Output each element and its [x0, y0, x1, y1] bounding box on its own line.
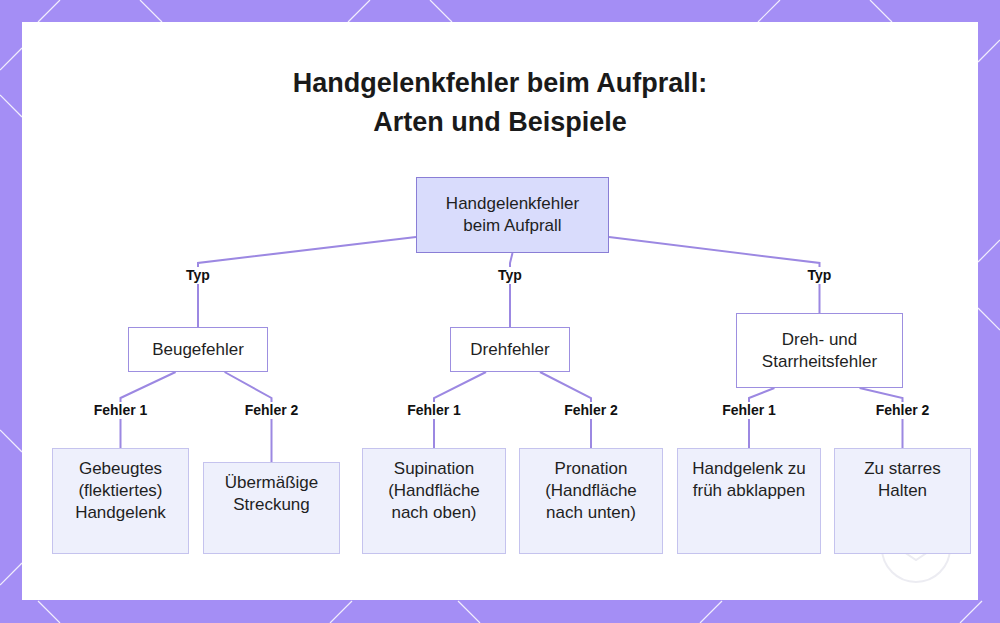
edge-label: Fehler 2 [561, 402, 621, 419]
white-panel [22, 22, 978, 600]
node-text: Zu starres Halten [843, 458, 962, 502]
category-box: Beugefehler [128, 327, 268, 372]
diagram-title: Handgelenkfehler beim Aufprall: Arten un… [265, 64, 735, 142]
connector-line [198, 237, 416, 327]
node-text: Pronation (Handfläche nach unten) [528, 458, 654, 524]
example-box: Supination (Handfläche nach oben) [362, 448, 506, 554]
edge-label: Fehler 1 [404, 402, 464, 419]
node-text: Supination (Handfläche nach oben) [371, 458, 497, 524]
node-text: Übermäßige Streckung [212, 472, 331, 516]
root-box: Handgelenkfehler beim Aufprall [416, 177, 609, 253]
node-text: Handgelenkfehler beim Aufprall [427, 193, 598, 237]
edge-label: Fehler 2 [873, 402, 933, 419]
node-text: Handgelenk zu früh abklappen [686, 458, 812, 502]
node-text: Drehfehler [470, 339, 549, 361]
node-text: Dreh- und Starrheitsfehler [747, 329, 892, 373]
example-box: Handgelenk zu früh abklappen [677, 448, 821, 554]
category-box: Drehfehler [450, 327, 570, 372]
example-box: Zu starres Halten [834, 448, 971, 554]
edge-label: Typ [495, 267, 525, 284]
category-box: Dreh- und Starrheitsfehler [736, 313, 903, 388]
example-box: Übermäßige Streckung [203, 462, 340, 554]
edge-label: Typ [183, 267, 213, 284]
edge-label: Fehler 2 [242, 402, 302, 419]
edge-label: Typ [805, 267, 835, 284]
connector-line [609, 237, 820, 313]
node-text: Gebeugtes (flektiertes) Handgelenk [61, 458, 180, 524]
edge-label: Fehler 1 [719, 402, 779, 419]
edge-label: Fehler 1 [91, 402, 151, 419]
example-box: Gebeugtes (flektiertes) Handgelenk [52, 448, 189, 554]
example-box: Pronation (Handfläche nach unten) [519, 448, 663, 554]
node-text: Beugefehler [152, 339, 244, 361]
connector-line [510, 253, 513, 327]
